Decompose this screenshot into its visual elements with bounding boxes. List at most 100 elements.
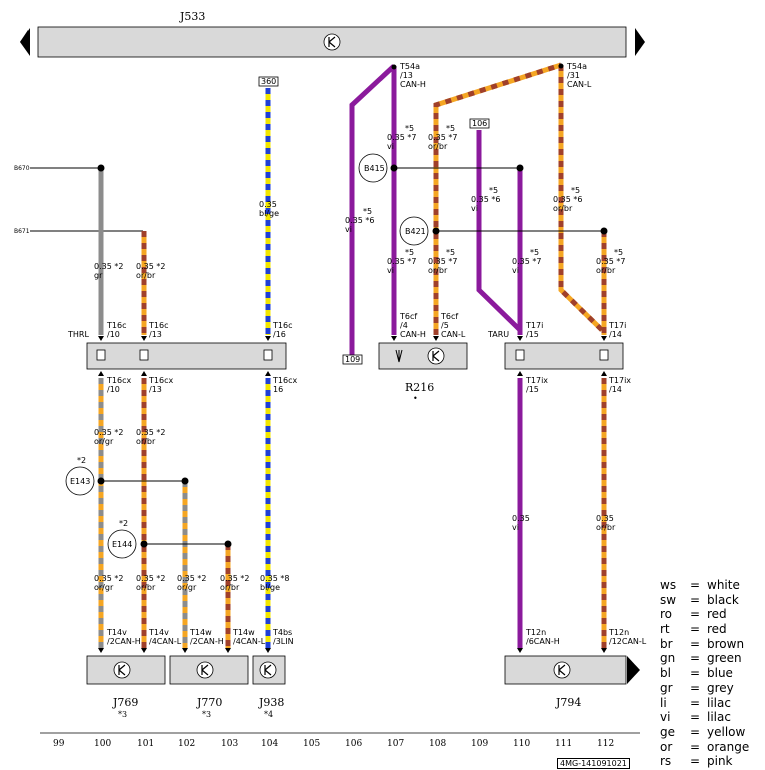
j938-title: J938 — [259, 696, 285, 709]
conn-t14w-4: T14w/4CAN-L — [233, 628, 266, 646]
conn-t17i-14: T17i/14 — [609, 321, 627, 339]
conn-t14v-4: T14v/4CAN-L — [149, 628, 182, 646]
j794-title: J794 — [556, 696, 582, 709]
legend-row: li=lilac — [660, 695, 731, 710]
color-legend: ws=white sw=black ro=red rt=red br=brown… — [660, 578, 749, 769]
col-99: 99 — [53, 739, 65, 749]
legend-row: ws=white — [660, 578, 740, 592]
conn-t12n-6: T12n/6CAN-H — [526, 628, 560, 646]
legend-row: bl=blue — [660, 666, 733, 681]
legend-row: sw=black — [660, 592, 739, 607]
e143-note: *2 — [77, 456, 87, 465]
b421-label: B421 — [405, 227, 426, 236]
b415-circle — [358, 153, 388, 183]
e144-note: *2 — [119, 519, 129, 528]
conn-t16c-13: T16c/13 — [149, 321, 169, 339]
conn-t16cx-10: T16cx/10 — [107, 376, 132, 394]
col-111: 111 — [555, 739, 573, 749]
legend-row: rs=pink — [660, 754, 733, 769]
legend-row: gn=green — [660, 651, 742, 666]
conn-t14v-2: T14v/2CAN-H — [107, 628, 141, 646]
legend-row: or=orange — [660, 739, 750, 754]
col-101: 101 — [137, 739, 155, 749]
j533-title: J533 — [180, 10, 206, 23]
e143-circle — [65, 466, 95, 496]
legend-row: vi=lilac — [660, 710, 731, 725]
ref-left-top: B670 — [14, 165, 30, 172]
legend-row: ge=yellow — [660, 724, 746, 739]
j769-note: *3 — [118, 710, 128, 719]
legend-row: br=brown — [660, 636, 745, 651]
doc-number: 4MG-141091021 — [557, 758, 630, 769]
conn-t14w-2: T14w/2CAN-H — [190, 628, 224, 646]
ref-106: 106 — [472, 119, 488, 128]
conn-t17ix-14: T17ix/14 — [609, 376, 632, 394]
conn-t17ix-15: T17ix/15 — [526, 376, 549, 394]
r216-title: R216 — [405, 381, 435, 394]
conn-t16cx-13: T16cx/13 — [149, 376, 174, 394]
b421-circle — [399, 216, 429, 246]
j770-note: *3 — [202, 710, 212, 719]
j938-note: *4 — [264, 710, 274, 719]
b415-label: B415 — [364, 164, 385, 173]
col-109: 109 — [471, 739, 489, 749]
col-100: 100 — [94, 739, 112, 749]
conn-t17i-15: T17i/15 — [526, 321, 544, 339]
j770-title: J770 — [197, 696, 223, 709]
legend-row: rt=red — [660, 622, 727, 637]
ref-109: 109 — [345, 355, 361, 364]
conn-taru: TARU — [488, 330, 510, 339]
r216-note: • — [413, 394, 418, 403]
ref-left-bottom: B671 — [14, 228, 30, 235]
j769-title: J769 — [113, 696, 139, 709]
ref-360: 360 — [261, 77, 277, 86]
e143-label: E143 — [70, 477, 91, 486]
legend-row: ro=red — [660, 607, 727, 622]
conn-thrl: THRL — [68, 330, 89, 339]
col-108: 108 — [429, 739, 447, 749]
col-104: 104 — [261, 739, 279, 749]
j533-bar — [20, 26, 645, 58]
col-112: 112 — [597, 739, 615, 749]
col-106: 106 — [345, 739, 363, 749]
col-110: 110 — [513, 739, 531, 749]
conn-t12n-12: T12n/12CAN-L — [609, 628, 647, 646]
conn-t16c-10: T16c/10 — [107, 321, 127, 339]
col-107: 107 — [387, 739, 405, 749]
col-102: 102 — [178, 739, 196, 749]
col-105: 105 — [303, 739, 321, 749]
col-103: 103 — [221, 739, 239, 749]
conn-t4bs-3: T4bs/3LIN — [273, 628, 294, 646]
legend-row: gr=grey — [660, 680, 734, 695]
conn-t16c-16: T16c/16 — [273, 321, 293, 339]
e144-circle — [107, 529, 137, 559]
e144-label: E144 — [112, 540, 133, 549]
